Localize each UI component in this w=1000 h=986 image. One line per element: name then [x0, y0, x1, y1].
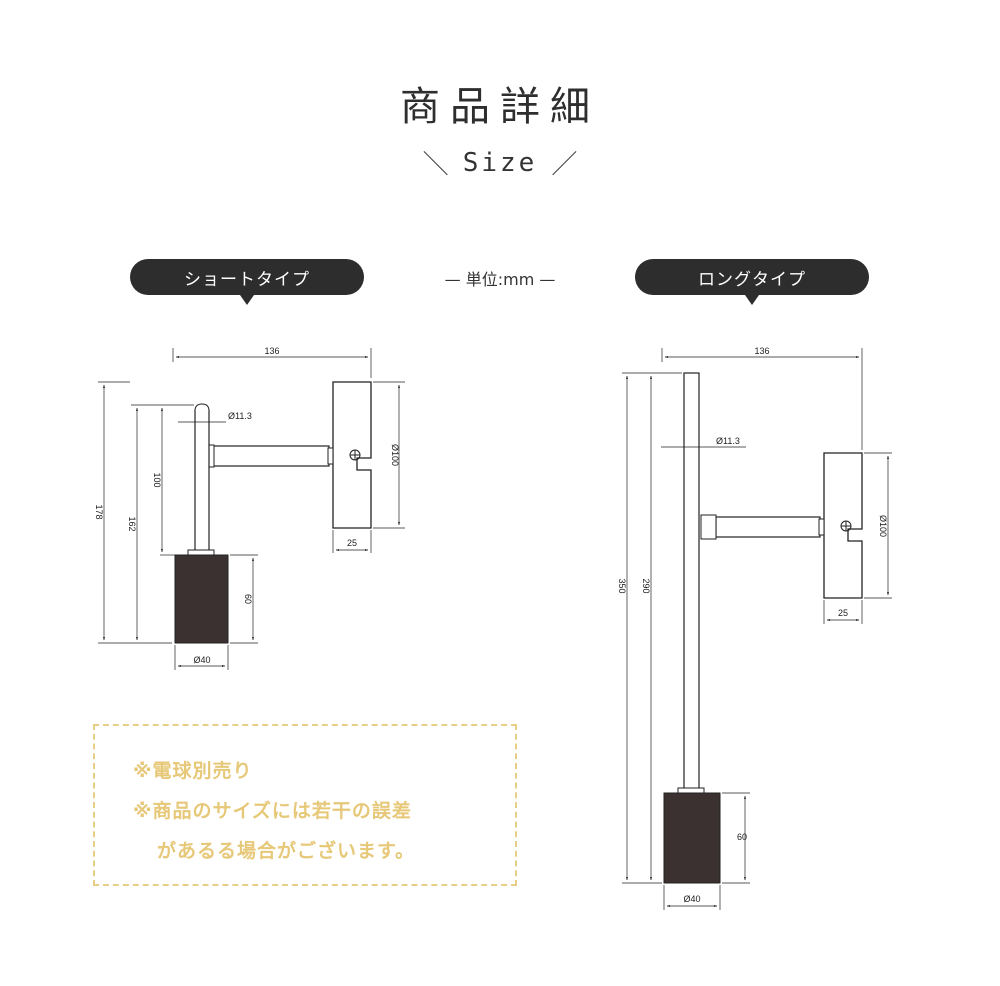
- notes-box: ※電球別売り ※商品のサイズには若干の誤差 があるる場合がございます。: [93, 724, 517, 886]
- short-socket: [174, 554, 229, 644]
- slash-right: ／: [551, 150, 578, 180]
- long-dim-total-height: 350: [617, 578, 627, 593]
- long-dim-width: 136: [754, 346, 769, 356]
- short-dim-width: 136: [264, 346, 279, 356]
- short-lamp-drawing: [98, 348, 405, 670]
- slash-left: ＼: [422, 150, 449, 180]
- long-dim-pipe-diameter: Ø11.3: [716, 436, 740, 446]
- short-screw: [349, 449, 361, 461]
- short-dim-arm-height: 100: [152, 472, 162, 487]
- long-type-label: ロングタイプ: [635, 259, 869, 305]
- unit-label: — 単位:mm —: [444, 270, 556, 289]
- long-arm: [715, 516, 821, 538]
- short-arm-joint: [327, 447, 334, 465]
- short-pipe: [194, 409, 210, 553]
- short-arm: [211, 445, 330, 467]
- long-coupler: [700, 514, 717, 540]
- short-wall-plate: [332, 381, 372, 529]
- short-pipe-cap: [194, 403, 210, 412]
- short-dim-plate-depth: 25: [347, 538, 357, 548]
- subtitle-row: ＼ Size ／: [0, 144, 1000, 181]
- note-bulb-sold-separately: ※電球別売り: [133, 760, 253, 782]
- page-title: 商品詳細: [400, 84, 600, 130]
- long-dim-pipe-height: 290: [641, 578, 651, 593]
- short-dim-plate-height: Ø100: [390, 444, 400, 466]
- note-size-tolerance-cont: があるる場合がございます。: [157, 840, 416, 862]
- note-size-tolerance: ※商品のサイズには若干の誤差: [133, 800, 412, 822]
- short-type-label: ショートタイプ: [130, 259, 364, 305]
- long-dim-socket-height: 60: [737, 832, 747, 842]
- long-wall-plate: [823, 452, 863, 599]
- long-dim-plate-height: Ø100: [878, 515, 888, 537]
- long-pipe: [683, 372, 700, 792]
- long-dim-socket-diameter: Ø40: [683, 894, 700, 904]
- long-socket: [663, 792, 721, 884]
- subtitle: Size: [462, 147, 538, 178]
- long-arm-joint: [818, 518, 825, 536]
- long-dim-plate-depth: 25: [838, 608, 848, 618]
- long-lamp-drawing: [622, 348, 892, 910]
- short-dim-total-height: 178: [94, 504, 104, 519]
- short-dim-pipe-diameter: Ø11.3: [228, 411, 252, 421]
- long-screw: [840, 520, 852, 532]
- short-dim-socket-height: 60: [243, 594, 253, 604]
- short-dim-socket-diameter: Ø40: [193, 655, 210, 665]
- short-dim-pipe-height: 162: [127, 516, 137, 531]
